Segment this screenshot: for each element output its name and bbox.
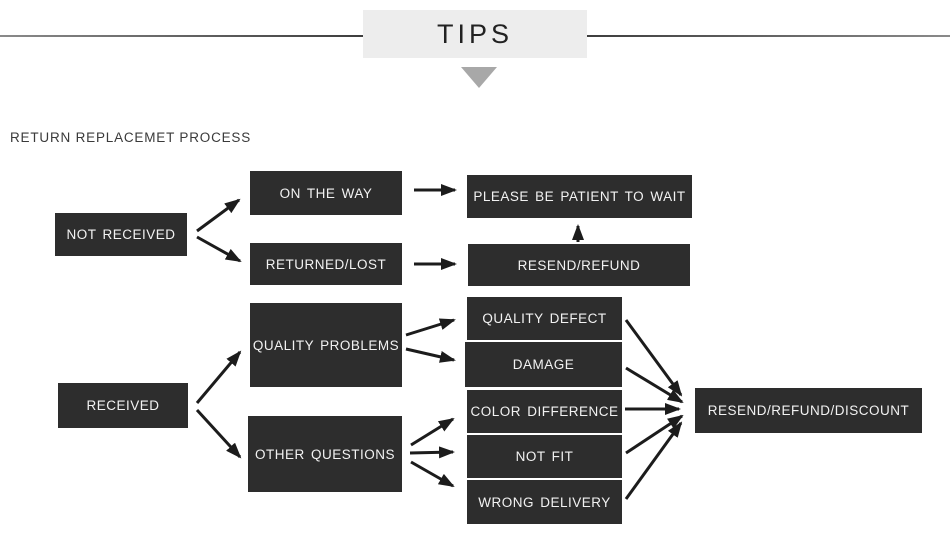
- arrow-wrong-delivery-to-discount: [624, 421, 683, 500]
- down-triangle-icon: [461, 67, 497, 88]
- tips-header: TIPS: [363, 10, 587, 58]
- node-other-questions: OTHER QUESTIONS: [248, 416, 402, 492]
- arrow-not-fit-to-discount: [625, 414, 684, 455]
- node-not-received: NOT RECEIVED: [55, 213, 187, 256]
- node-on-the-way: ON THE WAY: [250, 171, 402, 215]
- node-returned-lost: RETURNED/LOST: [250, 243, 402, 285]
- node-not-fit: NOT FIT: [467, 435, 622, 478]
- arrow-quality-problems-to-quality-defect: [405, 318, 456, 337]
- arrow-quality-problems-to-damage: [405, 347, 456, 363]
- node-resend-refund-discount: RESEND/REFUND/DISCOUNT: [695, 388, 922, 433]
- arrow-received-to-other-questions: [195, 408, 242, 459]
- arrow-other-questions-to-wrong-delivery: [410, 460, 455, 488]
- node-please-be-patient: PLEASE BE PATIENT TO WAIT: [467, 175, 692, 218]
- arrow-not-received-to-returned-lost: [196, 235, 242, 263]
- arrow-damage-to-discount: [625, 366, 684, 404]
- tips-title: TIPS: [436, 18, 513, 49]
- node-received: RECEIVED: [58, 383, 188, 428]
- node-damage: DAMAGE: [465, 342, 622, 387]
- arrow-other-questions-to-color-difference: [410, 417, 455, 447]
- arrow-not-received-to-on-the-way: [196, 198, 241, 233]
- arrow-quality-defect-to-discount: [624, 319, 683, 397]
- node-quality-defect: QUALITY DEFECT: [467, 297, 622, 340]
- node-wrong-delivery: WRONG DELIVERY: [467, 480, 622, 524]
- node-color-difference: COLOR DIFFERENCE: [467, 390, 622, 433]
- section-label: RETURN REPLACEMET PROCESS: [10, 130, 252, 145]
- arrow-received-to-quality-problems: [195, 350, 242, 404]
- node-resend-refund: RESEND/REFUND: [468, 244, 690, 286]
- node-quality-problems: QUALITY PROBLEMS: [250, 303, 402, 387]
- arrow-other-questions-to-not-fit: [409, 446, 455, 459]
